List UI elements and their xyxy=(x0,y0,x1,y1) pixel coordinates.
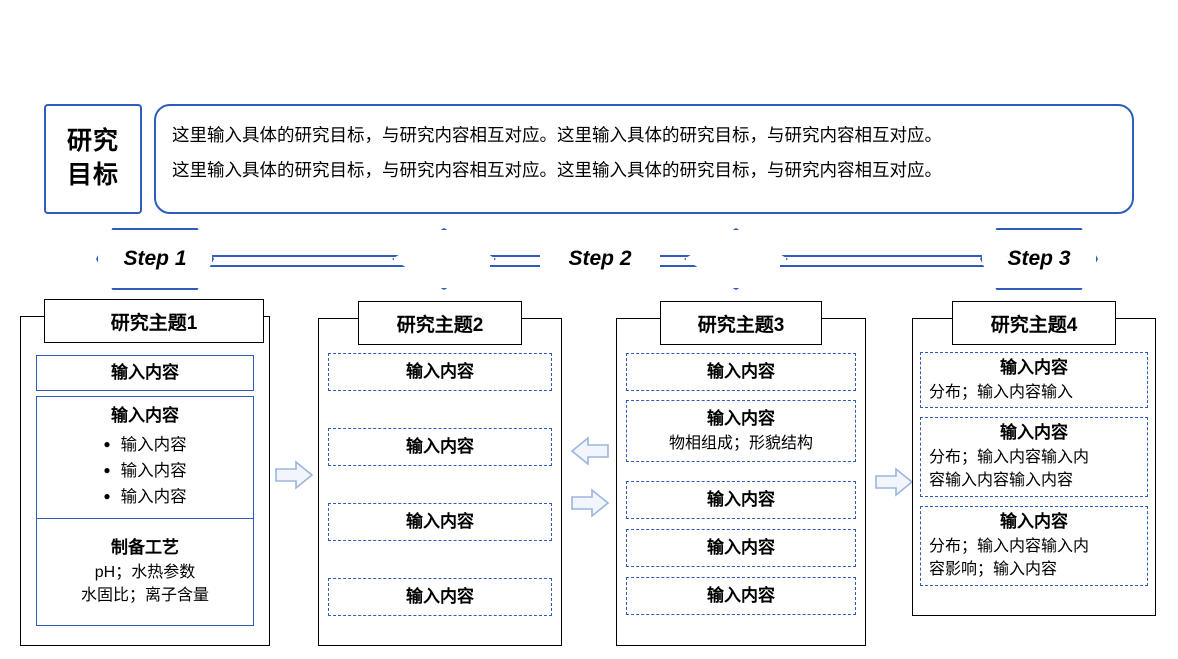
column-3-cell-1-head: 输入内容 xyxy=(707,361,775,381)
column-4-title-text: 研究主题4 xyxy=(990,314,1078,336)
column-2-cell-3-head: 输入内容 xyxy=(406,511,474,531)
column-4-cell-2-sub: 分布；输入内容输入内 容输入内容输入内容 xyxy=(929,449,1090,490)
column-3-cell-2[interactable]: 输入内容 物相组成；形貌结构 xyxy=(626,400,856,462)
research-goal-banner: 研究 目标 这里输入具体的研究目标，与研究内容相互对应。这里输入具体的研究目标，… xyxy=(44,104,1134,214)
column-3-cell-5-head: 输入内容 xyxy=(707,585,775,605)
step-chevron-3[interactable]: Step 3 xyxy=(980,228,1098,290)
research-goal-label: 研究 目标 xyxy=(44,104,142,214)
column-4-cell-1-sub: 分布；输入内容输入 xyxy=(929,383,1074,401)
arrow-col2-to-col3 xyxy=(570,488,610,518)
research-goal-line-2: 这里输入具体的研究目标，与研究内容相互对应。这里输入具体的研究目标，与研究内容相… xyxy=(172,160,942,180)
column-2-title: 研究主题2 xyxy=(358,301,522,345)
column-4-title: 研究主题4 xyxy=(952,301,1116,345)
step-connector-1 xyxy=(190,255,420,267)
column-4-cell-3[interactable]: 输入内容 分布；输入内容输入内 容影响；输入内容 xyxy=(920,506,1148,586)
column-3-cell-3-head: 输入内容 xyxy=(707,489,775,509)
column-1-cell-3-sub: pH；水热参数 水固比；离子含量 xyxy=(80,564,209,605)
column-1-cell-3-head: 制备工艺 xyxy=(111,538,179,558)
column-2-cell-1-head: 输入内容 xyxy=(406,361,474,381)
step-label-2: Step 2 xyxy=(568,247,632,270)
column-3-cell-1[interactable]: 输入内容 xyxy=(626,353,856,391)
column-2-cell-2[interactable]: 输入内容 xyxy=(328,428,552,466)
research-goal-label-line2: 目标 xyxy=(66,161,119,189)
research-goal-line-1: 这里输入具体的研究目标，与研究内容相互对应。这里输入具体的研究目标，与研究内容相… xyxy=(172,125,942,145)
column-1-cell-2[interactable]: 输入内容 输入内容 输入内容 输入内容 xyxy=(36,396,254,520)
column-1-bullet-3: 输入内容 xyxy=(103,486,187,510)
column-4-cell-2[interactable]: 输入内容 分布；输入内容输入内 容输入内容输入内容 xyxy=(920,417,1148,497)
step-chevron-1[interactable]: Step 1 xyxy=(96,228,214,290)
column-2-cell-1[interactable]: 输入内容 xyxy=(328,353,552,391)
column-1-cell-1[interactable]: 输入内容 xyxy=(36,355,254,391)
column-2-cell-4[interactable]: 输入内容 xyxy=(328,578,552,616)
arrow-col3-to-col4 xyxy=(874,467,914,497)
column-1-cell-1-head: 输入内容 xyxy=(111,362,179,382)
step-connector-3 xyxy=(780,255,998,267)
column-2-cell-4-head: 输入内容 xyxy=(406,586,474,606)
column-3-cell-3[interactable]: 输入内容 xyxy=(626,481,856,519)
column-4-cell-3-head: 输入内容 xyxy=(1000,512,1068,532)
column-3-cell-4-head: 输入内容 xyxy=(707,537,775,557)
column-1-title-text: 研究主题1 xyxy=(110,312,198,334)
column-1-cell-2-bullets: 输入内容 输入内容 输入内容 xyxy=(103,432,187,512)
column-1-bullet-2: 输入内容 xyxy=(103,460,187,484)
research-goal-label-line1: 研究 xyxy=(66,127,119,156)
column-3-title: 研究主题3 xyxy=(660,301,822,345)
column-4-cell-1[interactable]: 输入内容 分布；输入内容输入 xyxy=(920,352,1148,408)
column-2-cell-3[interactable]: 输入内容 xyxy=(328,503,552,541)
step-label-2-wrap: Step 2 xyxy=(540,245,660,273)
column-1-title: 研究主题1 xyxy=(44,299,264,343)
column-4-cell-3-sub: 分布；输入内容输入内 容影响；输入内容 xyxy=(929,538,1090,579)
research-goal-text: 这里输入具体的研究目标，与研究内容相互对应。这里输入具体的研究目标，与研究内容相… xyxy=(154,104,1134,214)
step-label-1: Step 1 xyxy=(123,247,187,270)
column-4-cell-1-head: 输入内容 xyxy=(1000,358,1068,378)
arrow-col3-to-col2 xyxy=(570,436,610,466)
step-diamond-a[interactable] xyxy=(392,228,496,290)
column-3-cell-2-head: 输入内容 xyxy=(707,409,775,429)
column-3-title-text: 研究主题3 xyxy=(697,314,785,336)
arrow-col1-to-col2 xyxy=(274,460,314,490)
column-3-cell-5[interactable]: 输入内容 xyxy=(626,577,856,615)
column-4-cell-2-head: 输入内容 xyxy=(1000,423,1068,443)
column-1-bullet-1: 输入内容 xyxy=(103,434,187,458)
column-1-cell-2-head: 输入内容 xyxy=(111,405,179,425)
column-2-cell-2-head: 输入内容 xyxy=(406,436,474,456)
column-3-cell-2-sub: 物相组成；形貌结构 xyxy=(668,434,813,452)
step-band: Step 1 Step 3 Step 2 xyxy=(0,228,1178,290)
column-2-title-text: 研究主题2 xyxy=(396,314,484,336)
step-diamond-b[interactable] xyxy=(684,228,788,290)
column-1-cell-3[interactable]: 制备工艺 pH；水热参数 水固比；离子含量 xyxy=(36,518,254,626)
step-label-3: Step 3 xyxy=(1007,247,1071,270)
column-3-cell-4[interactable]: 输入内容 xyxy=(626,529,856,567)
